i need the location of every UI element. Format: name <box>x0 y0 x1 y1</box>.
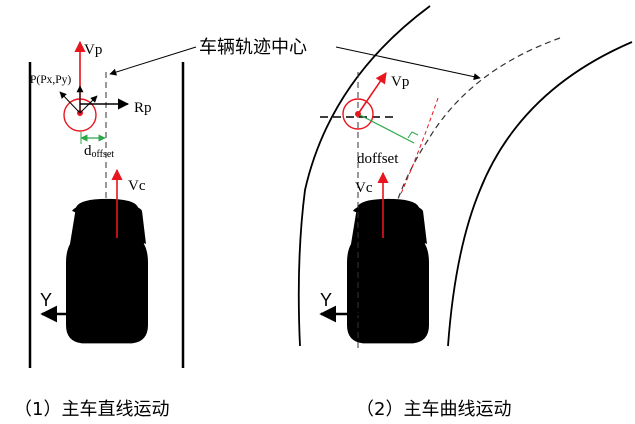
vp-arrow <box>357 72 387 115</box>
offset-label: doffset <box>84 143 114 160</box>
panel-curve: Vp doffset Vc X Y O <box>297 5 633 350</box>
callout-leader-left <box>109 46 197 76</box>
x-axis-label: X <box>368 244 380 264</box>
callout-leader-right <box>335 46 481 81</box>
target-circle-icon <box>342 98 374 130</box>
doffset-line <box>359 114 415 144</box>
car-outline-icon <box>343 198 433 344</box>
vp-label: Vp <box>84 42 102 58</box>
curve-lane-outer <box>297 5 431 347</box>
y-axis-label: Y <box>40 290 52 310</box>
trajectory-center-curve <box>383 37 561 251</box>
origin-label: O <box>369 294 383 314</box>
right-angle-mark <box>407 131 419 139</box>
point-label: P(Px,Py) <box>30 74 71 86</box>
vc-label: Vc <box>128 178 146 194</box>
predicted-path <box>399 97 439 197</box>
origin-label: O <box>91 294 105 314</box>
trajectory-center-label: 车辆轨迹中心 <box>199 37 307 58</box>
vp-label: Vp <box>391 74 409 90</box>
point-frame-diag-arrow <box>59 91 81 114</box>
doffset-label: doffset <box>357 151 399 167</box>
vc-label: Vc <box>355 180 373 196</box>
curve-lane-inner <box>447 41 633 347</box>
caption-straight: （1）主车直线运动 <box>14 399 169 420</box>
x-axis-label: X <box>89 244 101 264</box>
y-axis-label: Y <box>320 290 332 310</box>
rp-label: Rp <box>134 100 152 116</box>
callout: 车辆轨迹中心 <box>109 37 481 81</box>
caption-curve: （2）主车曲线运动 <box>356 399 511 420</box>
panel-straight: X Y O Vc Vp Rp P(Px,Py) doffset <box>28 40 185 368</box>
point-frame-right-arrow <box>79 95 98 114</box>
